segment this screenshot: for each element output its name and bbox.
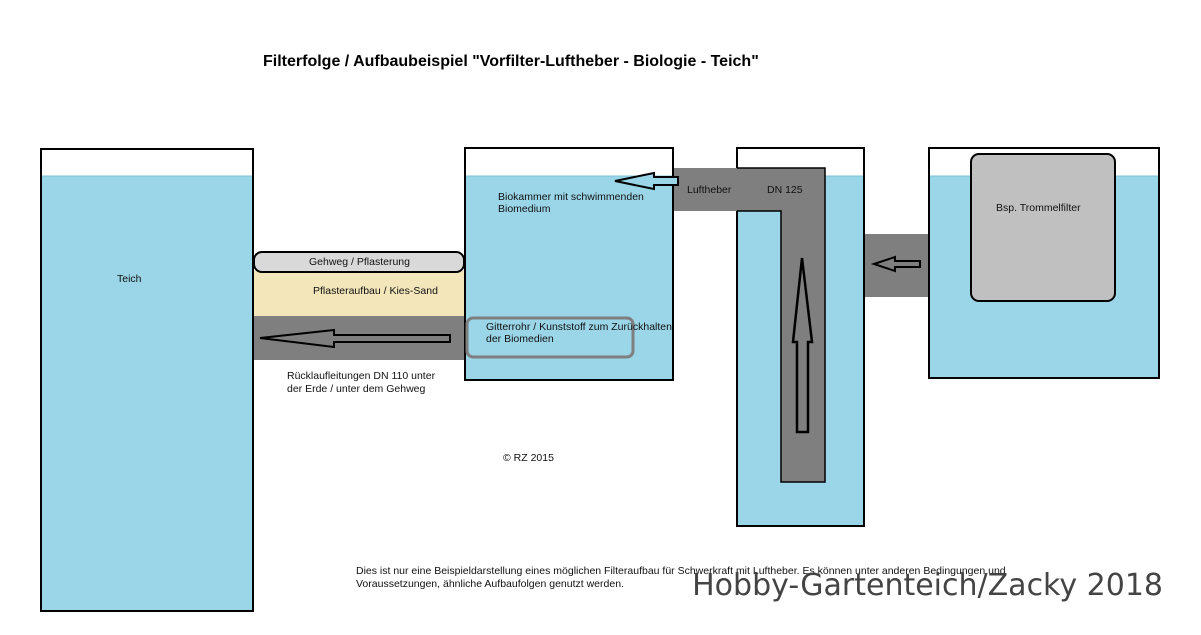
grid-pipe-label-2: der Biomedien xyxy=(486,333,554,345)
bio-chamber-label-2: Biomedium xyxy=(498,203,551,215)
sand-layer xyxy=(254,271,464,316)
drum-filter-label: Bsp. Trommelfilter xyxy=(996,202,1081,214)
paving-label: Gehweg / Pflasterung xyxy=(309,256,410,268)
note-line-2: Voraussetzungen, ähnliche Aufbaufolgen g… xyxy=(356,578,624,590)
return-flow-arrow xyxy=(259,328,451,349)
diagram-title: Filterfolge / Aufbaubeispiel "Vorfilter-… xyxy=(263,53,759,70)
inflow-arrow-bio xyxy=(614,171,679,191)
connector-flow-arrow xyxy=(870,255,921,273)
drum-filter xyxy=(970,153,1116,302)
pond xyxy=(40,148,254,612)
pond-label: Teich xyxy=(117,273,142,285)
bio-chamber-label-1: Biokammer mit schwimmenden xyxy=(498,191,644,203)
watermark: Hobby-Gartenteich/Zacky 2018 xyxy=(692,568,1163,603)
airlift-label: Luftheber xyxy=(687,184,732,196)
grid-pipe-label-1: Gitterrohr / Kunststoff zum Zurückhalten xyxy=(486,321,672,333)
pipe-dn125-label: DN 125 xyxy=(767,184,803,196)
airlift-pipe xyxy=(674,168,825,482)
sand-layer-label: Pflasteraufbau / Kies-Sand xyxy=(313,285,438,297)
copyright: © RZ 2015 xyxy=(503,452,554,464)
return-pipe-label-2: der Erde / unter dem Gehweg xyxy=(287,383,425,395)
bio-chamber xyxy=(464,147,674,381)
upflow-arrow xyxy=(791,257,814,434)
grid-pipe xyxy=(465,316,635,359)
return-pipe-label-1: Rücklaufleitungen DN 110 unter xyxy=(287,370,436,382)
note-line-1: Dies ist nur eine Beispieldarstellung ei… xyxy=(356,565,1006,577)
